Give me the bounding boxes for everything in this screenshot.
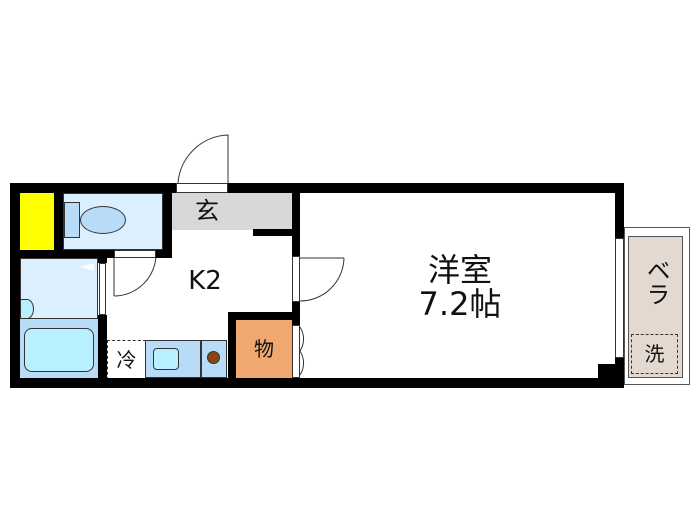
balcony-window bbox=[615, 238, 624, 358]
wall-right-upper bbox=[615, 183, 624, 238]
wall-corner-block bbox=[598, 364, 618, 380]
closet-yellow bbox=[20, 193, 54, 250]
wall-bath-right-top bbox=[98, 258, 107, 263]
wall-closet-toilet bbox=[54, 193, 63, 258]
wall-right-lower bbox=[615, 358, 624, 388]
toilet-bowl-icon bbox=[80, 206, 126, 234]
toilet-tank-icon bbox=[64, 202, 80, 238]
bath-door-frame bbox=[99, 263, 106, 315]
storage-door-frame bbox=[292, 325, 300, 378]
balcony bbox=[628, 236, 683, 378]
wall-top-mid bbox=[228, 183, 624, 193]
bathtub-icon bbox=[24, 328, 94, 372]
wall-toilet-right bbox=[163, 193, 172, 250]
wall-bottom bbox=[10, 378, 624, 388]
wall-room-divider-top bbox=[292, 193, 300, 256]
entrance-step-wall bbox=[253, 229, 293, 236]
sink-basin-icon bbox=[153, 348, 179, 370]
entrance-label: 玄 bbox=[195, 196, 219, 225]
wall-left bbox=[10, 183, 20, 388]
sink-icon bbox=[20, 299, 34, 319]
western-room-size: 7.2帖 bbox=[418, 285, 502, 323]
wall-storage-left bbox=[228, 312, 236, 380]
wall-top-left bbox=[10, 183, 176, 193]
storage-door-icon bbox=[299, 326, 304, 376]
bathroom-door-frame bbox=[114, 250, 156, 258]
room-door-frame bbox=[292, 256, 300, 302]
room-door-icon bbox=[299, 257, 345, 302]
washer-space: 洗 bbox=[631, 334, 678, 374]
kitchen-label: K2 bbox=[188, 266, 222, 297]
balcony-label: ベラ bbox=[642, 257, 671, 306]
fridge-space: 冷 bbox=[107, 340, 146, 380]
wall-toilet-bottom-right bbox=[156, 250, 172, 258]
entrance-area bbox=[172, 193, 292, 230]
wall-storage-top bbox=[228, 312, 300, 320]
entry-door-frame bbox=[176, 183, 228, 193]
entry-door-icon bbox=[177, 134, 229, 184]
western-room-label: 洋室 7.2帖 bbox=[400, 248, 520, 328]
bathroom-door-icon bbox=[113, 253, 157, 297]
stove-burner-icon bbox=[207, 351, 220, 364]
bath-door-triangle-icon bbox=[80, 263, 94, 271]
wall-toilet-bottom bbox=[20, 250, 114, 258]
storage-closet: 物 bbox=[236, 320, 292, 378]
wall-bath-right bbox=[98, 315, 107, 380]
western-room-name: 洋室 bbox=[427, 251, 492, 290]
